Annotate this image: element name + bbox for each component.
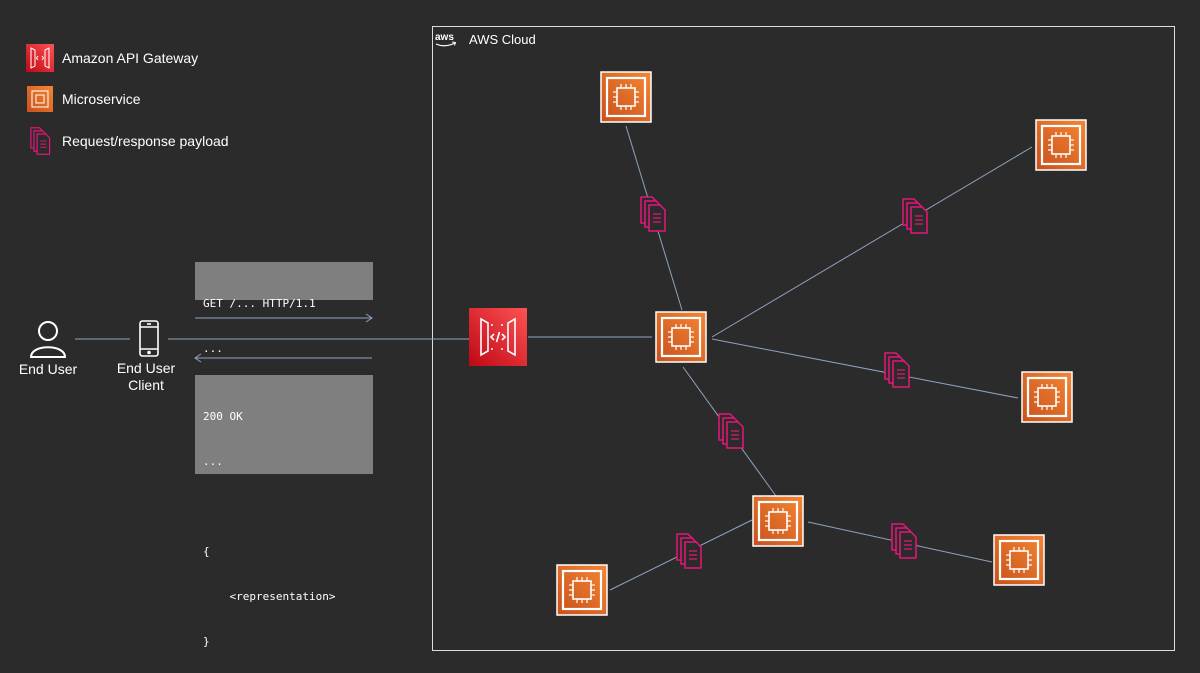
microservice-bottom-right <box>993 534 1045 586</box>
payload-documents-icon <box>718 413 744 449</box>
legend-api-gateway-icon <box>26 44 54 72</box>
payload-documents-icon <box>640 196 666 232</box>
request-line: ... <box>203 342 223 355</box>
payload-documents-icon <box>902 198 928 234</box>
microservice-bottom-left <box>556 564 608 616</box>
microservice-upper-right <box>1035 119 1087 171</box>
response-line: } <box>203 635 210 648</box>
payload-documents-icon <box>884 352 910 388</box>
client-label-line2: Client <box>128 377 164 393</box>
end-user-label: End User <box>18 361 78 377</box>
microservice-top <box>600 71 652 123</box>
hub-to-right-line <box>711 338 1019 399</box>
request-line: GET /... HTTP/1.1 <box>203 297 316 310</box>
user-icon <box>29 321 67 358</box>
response-line <box>203 499 365 514</box>
mobile-phone-icon <box>139 320 159 357</box>
legend-payload: Request/response payload <box>62 127 229 155</box>
microservice-lower <box>752 495 804 547</box>
svg-text:aws: aws <box>435 32 454 43</box>
response-line: { <box>203 545 210 558</box>
microservice-hub <box>655 311 707 363</box>
response-line: <representation> <box>203 590 336 603</box>
http-request-box: GET /... HTTP/1.1 ... <box>195 262 373 355</box>
legend-microservice: Microservice <box>62 85 141 113</box>
end-user-client-label: End User Client <box>106 360 186 394</box>
microservice-right <box>1021 371 1073 423</box>
client-label-line1: End User <box>116 360 176 376</box>
legend-api-gateway-label: Amazon API Gateway <box>62 50 199 66</box>
legend-microservice-label: Microservice <box>62 91 141 107</box>
payload-documents-icon <box>676 533 702 569</box>
api-gateway-icon <box>480 317 516 357</box>
request-arrow <box>195 313 373 323</box>
legend-chip-icon <box>27 86 53 112</box>
aws-logo-icon: aws <box>435 32 457 47</box>
payload-documents-icon <box>891 523 917 559</box>
hub-to-upper-right-line <box>711 146 1033 338</box>
legend-payload-label: Request/response payload <box>62 133 229 149</box>
legend-api-gateway: Amazon API Gateway <box>62 44 198 72</box>
response-line: 200 OK <box>203 410 243 423</box>
api-gateway-node <box>469 308 527 366</box>
response-arrow <box>194 353 372 363</box>
aws-cloud-title: AWS Cloud <box>469 32 536 47</box>
legend-documents-icon <box>30 127 51 155</box>
http-response-box: 200 OK ... { <representation> } <box>195 375 373 648</box>
response-line: ... <box>203 455 223 468</box>
